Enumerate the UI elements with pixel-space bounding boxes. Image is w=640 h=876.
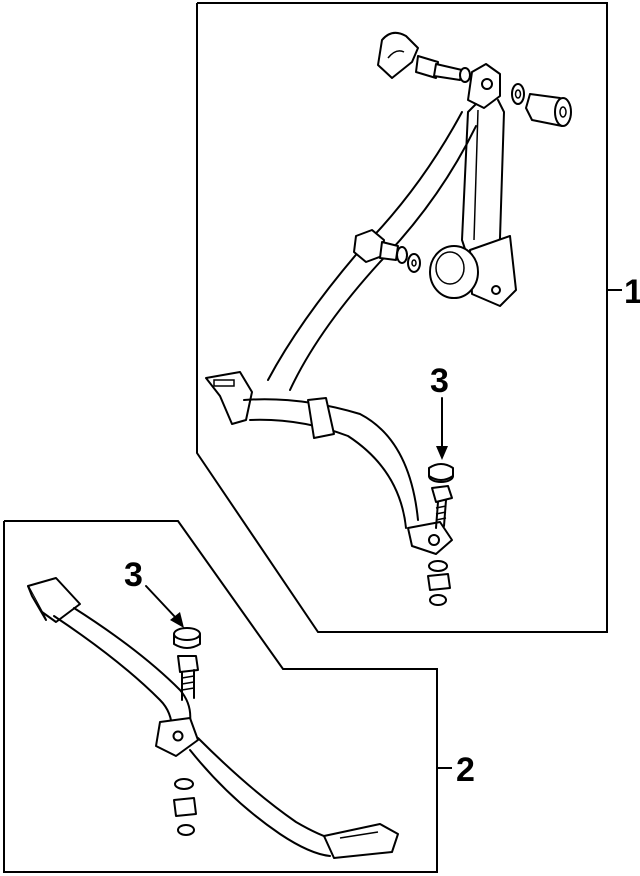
callout-3-upper-arrow <box>436 397 448 460</box>
upper-bolt-cap <box>428 463 454 483</box>
rear-assembly-frame <box>3 520 438 873</box>
retractor-unit <box>429 235 517 307</box>
callout-label-1: 1 <box>624 273 640 311</box>
callout-3-lower-arrow <box>145 585 184 628</box>
rear-bolt-cap <box>173 627 201 649</box>
webbing-guide-loop <box>307 397 335 439</box>
upper-anchor-plate <box>467 63 501 109</box>
rear-webbing-lower <box>189 737 337 857</box>
callout-label-3-upper: 3 <box>430 362 449 400</box>
d-ring-hook <box>377 31 419 79</box>
front-assembly-frame <box>196 2 608 633</box>
mid-washer-2 <box>407 253 421 273</box>
upper-washer <box>511 83 525 105</box>
rear-washer-stack <box>173 778 197 836</box>
rear-webbing-upper <box>53 607 192 731</box>
latch-tongue <box>205 371 253 425</box>
rear-anchor-plate <box>155 717 199 757</box>
rear-anchor-bolt <box>177 655 199 701</box>
mid-anchor-bolt <box>353 229 399 263</box>
buckle-tongue-rear <box>27 577 81 623</box>
mid-washer-1 <box>396 246 408 264</box>
lower-anchor-bolt <box>431 485 453 529</box>
buckle-end-rear <box>323 823 399 859</box>
upper-spacer <box>525 93 572 127</box>
lower-washer-stack <box>427 560 451 606</box>
callout-label-3-lower: 3 <box>124 556 143 594</box>
callout-label-2: 2 <box>456 751 475 789</box>
lower-anchor-plate <box>407 521 453 555</box>
upper-anchor-bolt <box>415 55 471 83</box>
lap-webbing <box>243 398 419 529</box>
